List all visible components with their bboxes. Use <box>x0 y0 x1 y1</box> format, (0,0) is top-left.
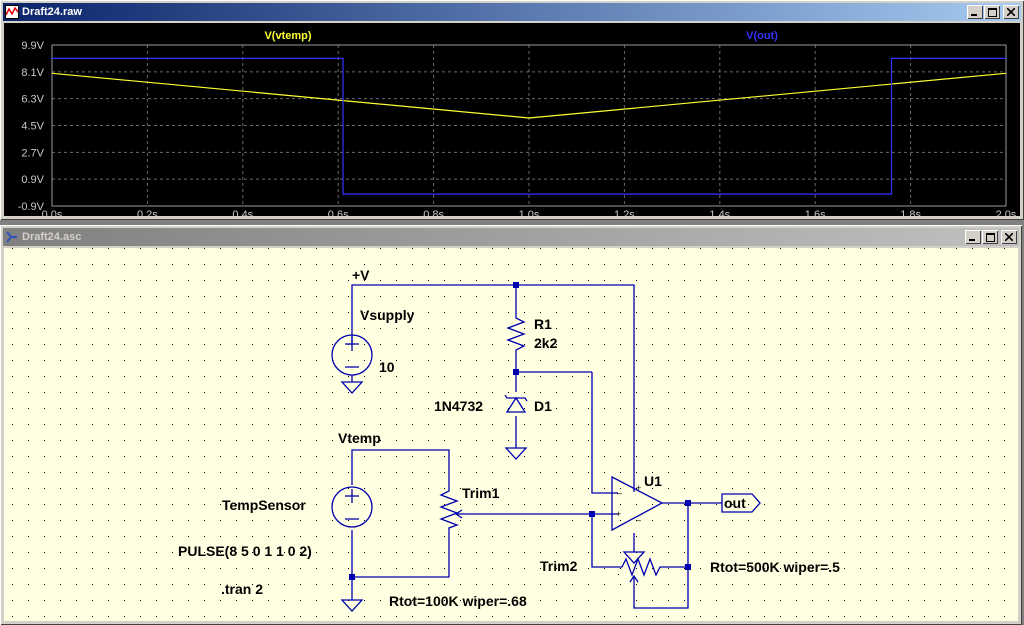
y-tick-label: 0.9V <box>21 174 44 186</box>
opamp-pin-signs: + – + – <box>616 483 641 525</box>
legend-vtemp[interactable]: V(vtemp) <box>264 30 311 42</box>
vsupply-name-label[interactable]: Vsupply <box>360 307 415 323</box>
waveform-titlebar[interactable]: Draft24.raw <box>3 3 1021 21</box>
x-tick-label: 0.4s <box>232 209 253 216</box>
r1-name-label[interactable]: R1 <box>534 316 552 332</box>
close-button[interactable] <box>1001 230 1017 244</box>
x-tick-label: 1.0s <box>519 209 540 216</box>
minimize-button[interactable] <box>965 230 981 244</box>
schematic-canvas[interactable]: + – + – +V Vsupply 10 R1 2k2 <box>4 248 1018 621</box>
supply-net-label[interactable]: +V <box>352 267 370 283</box>
x-tick-label: 0.8s <box>423 209 444 216</box>
ground-icon <box>504 447 528 460</box>
d1-zener-diode[interactable] <box>504 394 528 413</box>
svg-text:+: + <box>616 509 621 519</box>
x-tick-label: 0.2s <box>137 209 158 216</box>
junctions <box>349 282 691 580</box>
y-tick-label: -0.9V <box>18 201 45 213</box>
pin-marker <box>458 534 459 535</box>
waveform-window: Draft24.raw 0.0s 0.2s 0.4s 0.6s 0.8s 1.0s 1.2s… <box>0 0 1024 221</box>
out-net-flag[interactable] <box>721 493 761 513</box>
x-tick-label: 1.8s <box>900 209 921 216</box>
y-tick-label: 9.9V <box>21 40 44 52</box>
tempsensor-value-label[interactable]: PULSE(8 5 0 1 1 0 2) <box>178 543 312 559</box>
vsupply-value-label[interactable]: 10 <box>379 359 395 375</box>
waveform-window-title: Draft24.raw <box>22 6 82 18</box>
maximize-button[interactable] <box>982 230 998 244</box>
tempsensor-source[interactable] <box>331 486 373 528</box>
out-net-label[interactable]: out <box>724 495 746 511</box>
minimize-button[interactable] <box>967 5 983 19</box>
trim1-value-label[interactable]: Rtot=100K wiper=.68 <box>389 593 527 609</box>
y-tick-label: 6.3V <box>21 94 44 106</box>
wires <box>351 284 722 609</box>
x-tick-label: 1.4s <box>709 209 730 216</box>
trim2-value-label[interactable]: Rtot=500K wiper=.5 <box>710 559 840 575</box>
r1-resistor[interactable] <box>506 312 526 356</box>
schematic-app-icon <box>5 230 19 244</box>
diode-model-label[interactable]: 1N4732 <box>434 398 483 414</box>
trim2-potentiometer[interactable] <box>616 557 664 586</box>
ground-icon <box>340 599 364 612</box>
r1-value-label[interactable]: 2k2 <box>534 335 558 351</box>
maximize-button[interactable] <box>984 5 1000 19</box>
ground-icon <box>622 551 646 564</box>
svg-text:+: + <box>636 483 641 493</box>
x-tick-label: 0.0s <box>42 209 63 216</box>
diode-name-label[interactable]: D1 <box>534 398 552 414</box>
series-vtemp-line[interactable] <box>51 72 1007 119</box>
legend-vout[interactable]: V(out) <box>746 30 778 42</box>
pin-marker <box>618 574 619 575</box>
x-tick-label: 0.6s <box>328 209 349 216</box>
schematic-titlebar[interactable]: Draft24.asc <box>3 228 1019 246</box>
y-tick-label: 8.1V <box>21 67 44 79</box>
vsupply-source[interactable] <box>331 334 373 382</box>
plot-frame <box>51 44 1007 207</box>
y-tick-label: 4.5V <box>21 121 44 133</box>
ground-icon <box>340 381 364 394</box>
tempsensor-name-label[interactable]: TempSensor <box>222 497 306 513</box>
trim1-potentiometer[interactable] <box>439 487 466 530</box>
trim1-name-label[interactable]: Trim1 <box>462 485 500 501</box>
waveform-chart[interactable]: 0.0s 0.2s 0.4s 0.6s 0.8s 1.0s 1.2s 1.4s 1.6s 1.8s… <box>4 23 1020 221</box>
u1-name-label[interactable]: U1 <box>644 473 662 489</box>
schematic-window-title: Draft24.asc <box>22 231 82 243</box>
y-tick-label: 2.7V <box>21 147 44 159</box>
x-tick-label: 1.2s <box>614 209 635 216</box>
trim2-name-label[interactable]: Trim2 <box>540 558 578 574</box>
tran-directive[interactable]: .tran 2 <box>221 581 263 597</box>
schematic-grid <box>4 248 1018 621</box>
svg-text:–: – <box>636 515 641 525</box>
waveform-plot-area[interactable]: 0.0s 0.2s 0.4s 0.6s 0.8s 1.0s 1.2s 1.4s 1.6s 1.8s… <box>4 23 1020 221</box>
waveform-app-icon <box>5 5 19 19</box>
x-tick-label: 1.6s <box>805 209 826 216</box>
series-vout-line[interactable] <box>52 57 1006 195</box>
svg-text:–: – <box>617 488 622 498</box>
schematic-window: Draft24.asc <box>0 225 1022 625</box>
x-tick-label: 2.0s <box>996 209 1017 216</box>
vtemp-net-label[interactable]: Vtemp <box>338 430 381 446</box>
u1-opamp[interactable] <box>611 475 664 532</box>
close-button[interactable] <box>1003 5 1019 19</box>
